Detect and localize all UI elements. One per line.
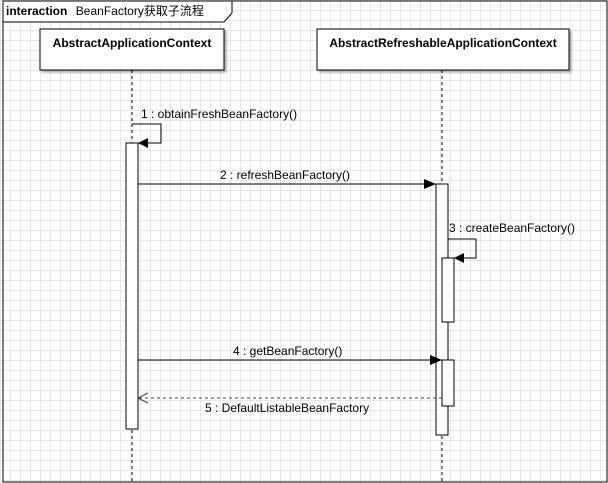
message-2[interactable]: 2 : refreshBeanFactory() <box>138 168 436 189</box>
lifeline-right-label: AbstractRefreshableApplicationContext <box>329 36 556 50</box>
message-5-label: 5 : DefaultListableBeanFactory <box>205 401 369 415</box>
activation-left <box>125 142 139 430</box>
message-3-label: 3 : createBeanFactory() <box>449 221 575 235</box>
message-5-return[interactable]: 5 : DefaultListableBeanFactory <box>136 392 442 415</box>
message-1[interactable]: 1 : obtainFreshBeanFactory() <box>132 107 297 148</box>
frame-name: BeanFactory获取子流程 <box>76 3 204 18</box>
message-1-label: 1 : obtainFreshBeanFactory() <box>141 107 297 121</box>
frame-title-tab <box>2 0 233 23</box>
activation-right-get <box>441 359 455 407</box>
message-2-label: 2 : refreshBeanFactory() <box>220 168 350 182</box>
message-4[interactable]: 4 : getBeanFactory() <box>138 344 442 365</box>
frame-keyword: interaction <box>6 4 67 18</box>
lifeline-left-header[interactable]: AbstractApplicationContext <box>39 28 225 71</box>
lifeline-right-header[interactable]: AbstractRefreshableApplicationContext <box>316 28 570 71</box>
message-4-label: 4 : getBeanFactory() <box>233 344 342 358</box>
lifeline-left-label: AbstractApplicationContext <box>53 36 212 50</box>
message-3[interactable]: 3 : createBeanFactory() <box>448 221 575 263</box>
frame-title: interaction BeanFactory获取子流程 <box>6 2 204 19</box>
activation-right-create <box>441 257 455 323</box>
